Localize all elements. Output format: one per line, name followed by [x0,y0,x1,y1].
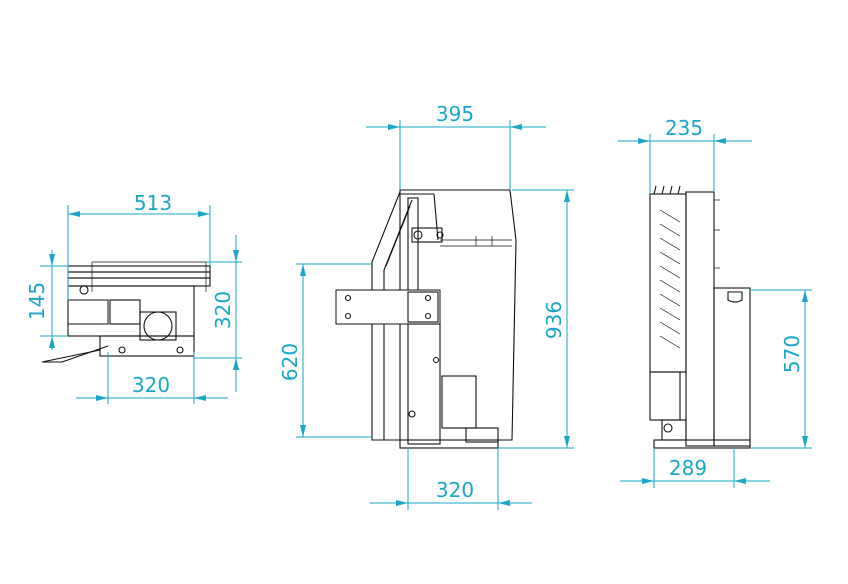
dim-side-view-top-depth: 235 [618,116,752,194]
side-view: 235 570 289 [618,116,812,488]
dim-label-side-view-column-height: 570 [780,335,804,373]
dim-label-top-view-base-width: 320 [132,373,170,397]
top-view-outline [41,261,211,363]
dim-side-view-base-depth: 289 [620,448,770,488]
dim-label-front-view-base-width: 320 [436,478,474,502]
dim-side-view-column-height: 570 [750,289,812,449]
dim-top-view-body-height: 320 [194,235,242,392]
dim-top-view-base-width: 320 [76,352,228,404]
dim-front-view-arm-height: 620 [278,263,372,438]
dim-label-top-view-width: 513 [134,191,172,215]
top-view: 513 145 320 320 [25,191,242,404]
dim-label-front-view-height: 936 [542,301,566,339]
side-view-outline [649,185,751,449]
dim-label-top-view-rail-height: 145 [25,282,49,320]
front-view-outline [335,189,517,449]
dim-label-front-view-top-width: 395 [436,102,474,126]
dim-front-view-height: 936 [498,189,574,449]
dim-label-side-view-base-depth: 289 [669,456,707,480]
dim-top-view-rail-height: 145 [25,250,68,350]
dim-front-view-base-width: 320 [370,448,532,510]
dim-label-side-view-top-depth: 235 [665,116,703,140]
dim-front-view-top-width: 395 [366,102,546,190]
dim-label-top-view-body-height: 320 [211,291,235,329]
front-view: 395 936 620 320 [278,102,574,510]
dim-top-view-width: 513 [67,191,211,300]
dim-label-front-view-arm-height: 620 [278,343,302,381]
